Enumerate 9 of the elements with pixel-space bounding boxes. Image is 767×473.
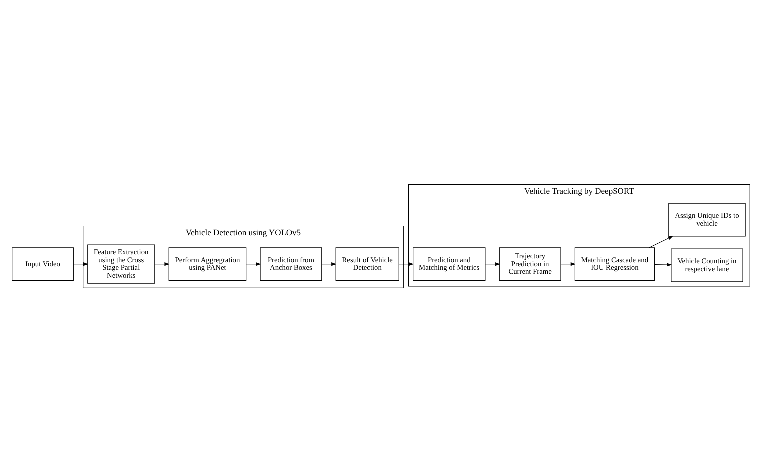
arrow <box>649 236 674 248</box>
arrow <box>74 262 89 266</box>
arrow <box>246 262 262 266</box>
arrow <box>654 263 672 267</box>
arrow <box>322 262 337 266</box>
arrow <box>485 262 500 266</box>
arrow <box>399 262 414 266</box>
arrow <box>560 262 576 266</box>
arrow <box>154 262 170 266</box>
